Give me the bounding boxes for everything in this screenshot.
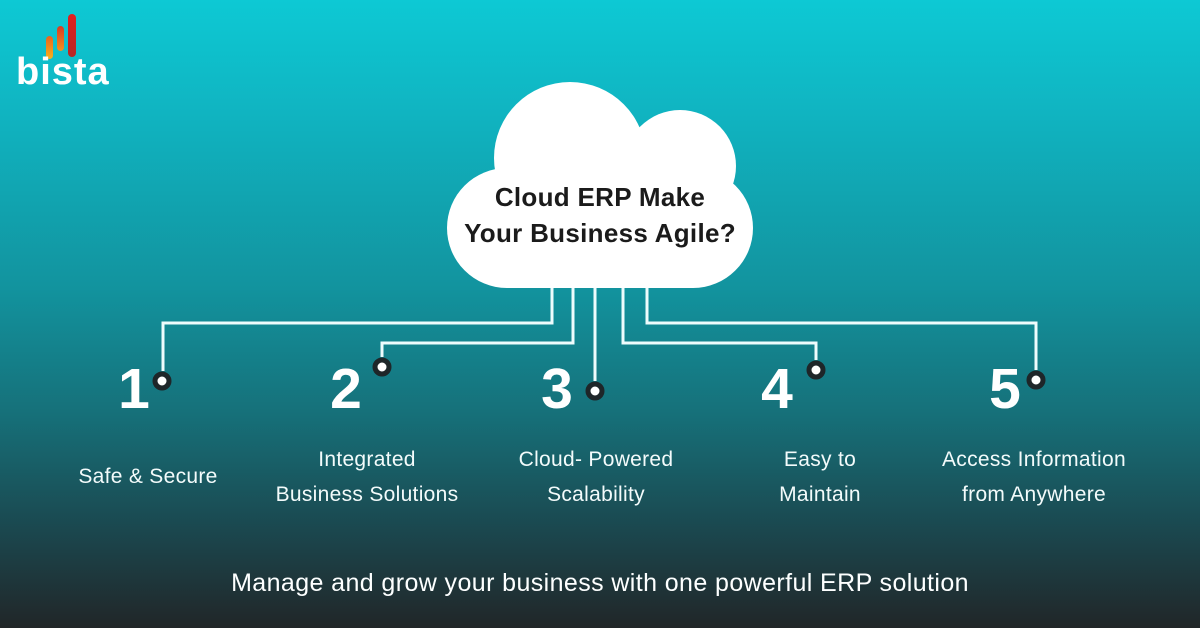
feature-number-2: 2 [330, 357, 362, 421]
cloud-shape [447, 168, 753, 288]
feature-label-4-line2: Maintain [779, 483, 861, 506]
connector-dot-3 [585, 381, 605, 401]
logo-bar-short [46, 36, 53, 59]
cloud-title-line1: Cloud ERP Make [494, 182, 706, 212]
growth-bars-icon [16, 12, 156, 94]
feature-label-5-line1: Access Information [942, 448, 1126, 471]
feature-number-1: 1 [118, 357, 150, 421]
feature-label-5-line2: from Anywhere [962, 483, 1106, 506]
logo-bar-tall [68, 14, 76, 57]
feature-label-4: Easy to Maintain [700, 442, 940, 512]
brand-name: bista [16, 51, 110, 93]
cloud-title-line2: Your Business Agile? [464, 218, 736, 248]
connector-dot-2 [372, 357, 392, 377]
connector-line-4 [621, 240, 818, 360]
bista-logo: bista [16, 12, 156, 94]
connector-dot-5 [1026, 370, 1046, 390]
cloud-title: Cloud ERP Make Your Business Agile? [447, 179, 753, 251]
footer-tagline: Manage and grow your business with one p… [231, 569, 969, 597]
feature-label-1: Safe & Secure [28, 459, 268, 494]
feature-number-5: 5 [989, 357, 1021, 421]
connector-dot-4 [806, 360, 826, 380]
feature-label-3-line2: Scalability [547, 483, 645, 506]
feature-label-3-line1: Cloud- Powered [518, 448, 674, 471]
feature-label-5: Access Information from Anywhere [914, 442, 1154, 512]
logo-bar-medium [57, 26, 64, 51]
feature-number-4: 4 [761, 357, 793, 421]
feature-label-4-line1: Easy to [783, 448, 857, 471]
feature-number-3: 3 [541, 357, 573, 421]
connector-dot-1 [152, 371, 172, 391]
feature-label-1-line1: Safe & Secure [78, 465, 218, 488]
feature-label-2-line2: Business Solutions [275, 483, 459, 506]
feature-label-3: Cloud- Powered Scalability [476, 442, 716, 512]
feature-label-2-line1: Integrated [318, 448, 416, 471]
feature-label-2: Integrated Business Solutions [247, 442, 487, 512]
connector-line-2 [380, 240, 575, 357]
